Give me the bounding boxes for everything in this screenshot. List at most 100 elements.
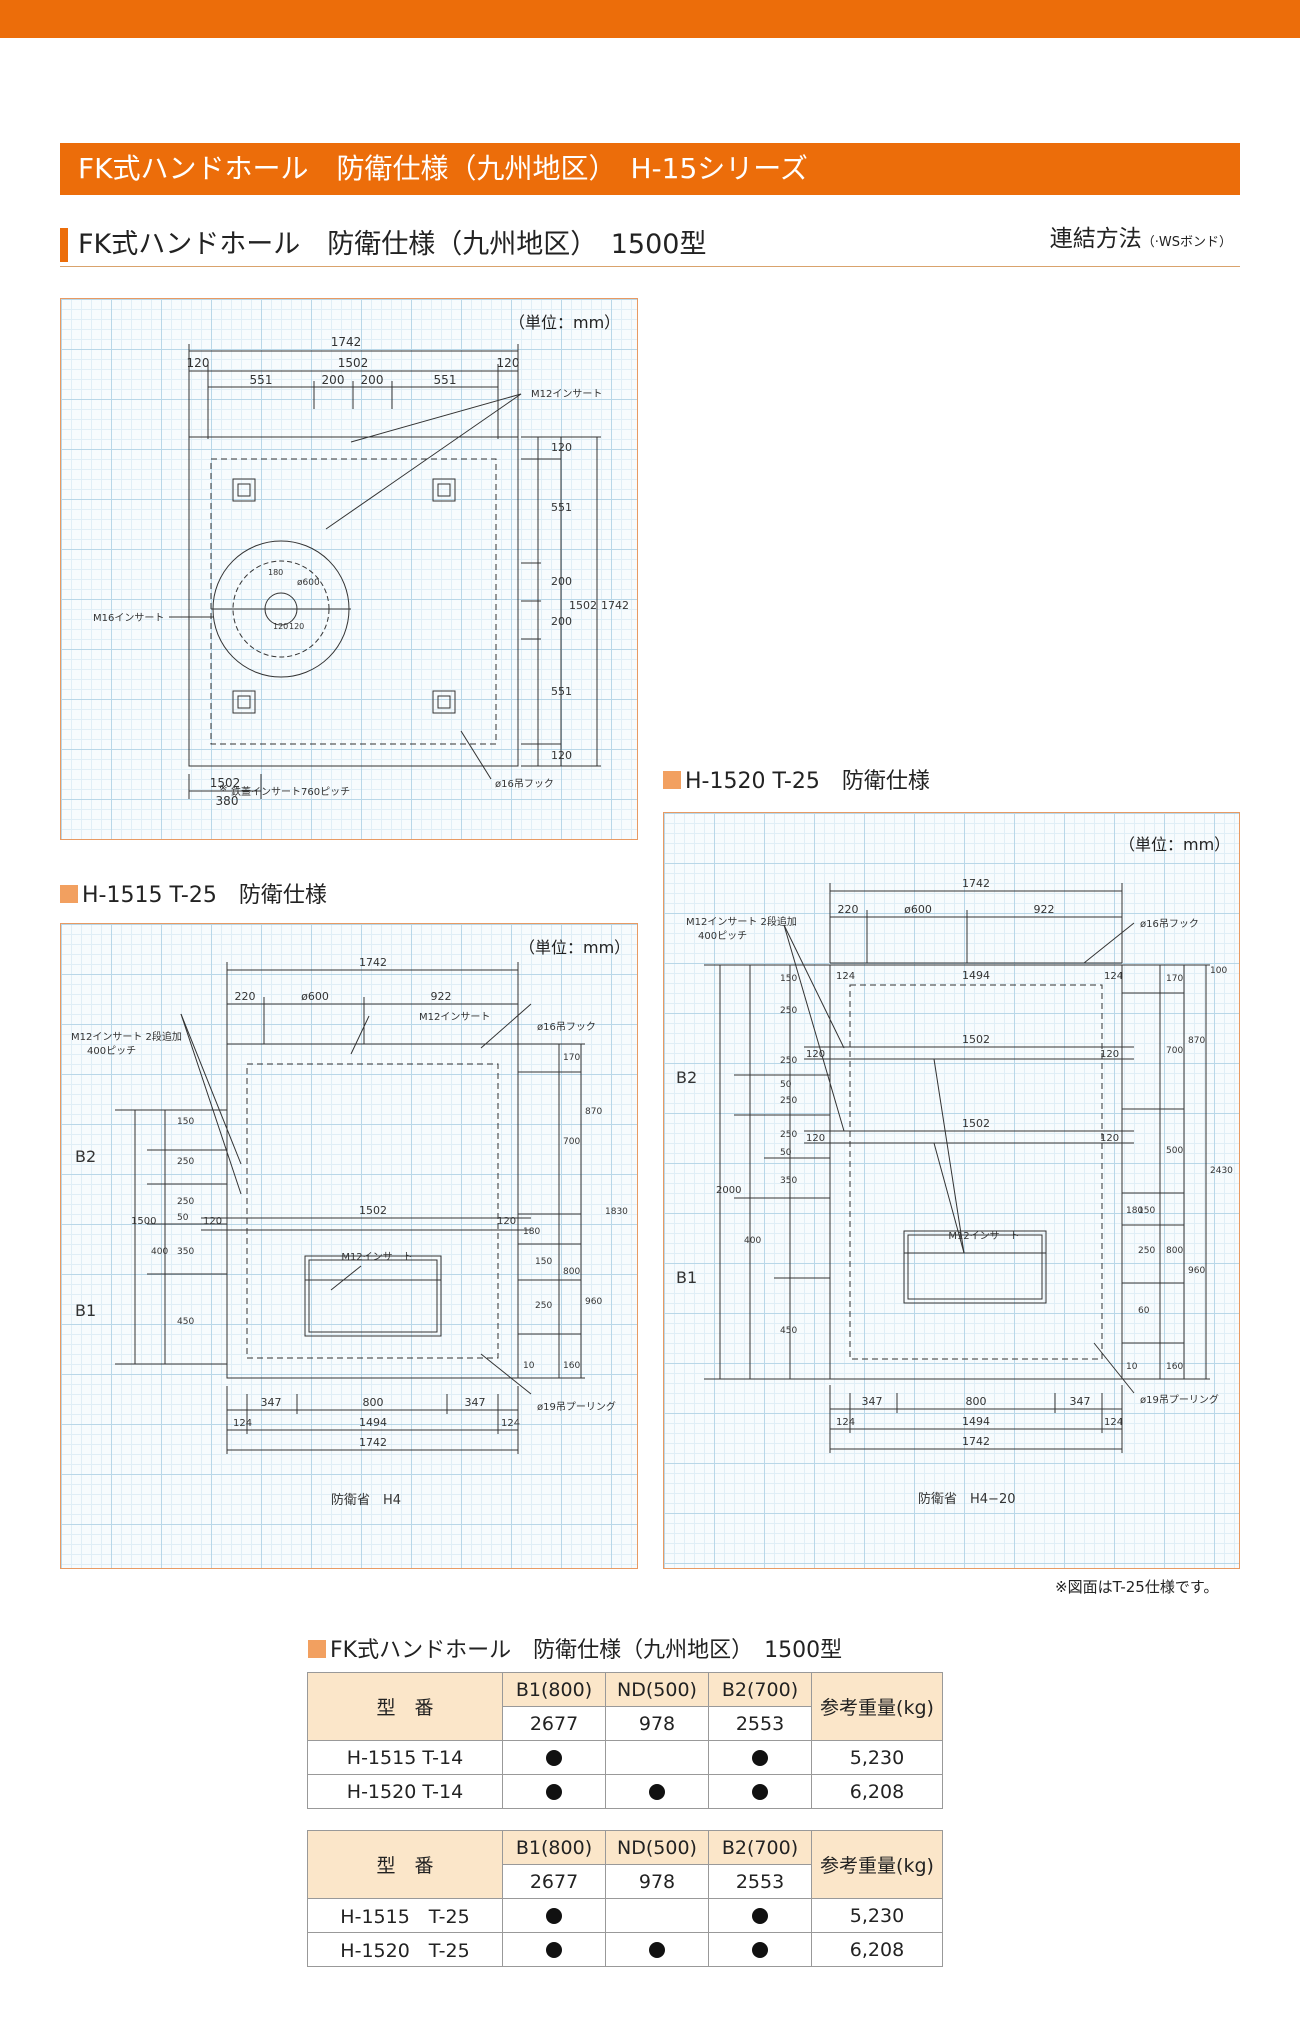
unit-label: （単位：mm） xyxy=(1119,835,1231,854)
dim-right-200a: 200 xyxy=(551,575,572,588)
h1520-l250b: 250 xyxy=(780,1056,797,1066)
h1520-r10: 10 xyxy=(1126,1362,1138,1372)
weight-b2: 2553 xyxy=(708,1864,812,1899)
series-banner: FK式ハンドホール 防衛仕様（九州地区） H-15シリーズ xyxy=(60,143,1240,195)
col-nd: ND(500) xyxy=(605,1672,709,1707)
dim-right-200b: 200 xyxy=(551,615,572,628)
weight-nd: 978 xyxy=(605,1864,709,1899)
h1515-r1830: 1830 xyxy=(605,1207,628,1217)
plan-view-panel: （単位：mm） xyxy=(60,298,638,840)
h1520-s120d: 120 xyxy=(1100,1133,1119,1144)
fig-h1515-panel: （単位：mm） xyxy=(60,923,638,1569)
h1520-b124: 124 xyxy=(836,1417,855,1428)
label-star: ※ xyxy=(219,783,227,794)
filled-dot-icon xyxy=(649,1784,665,1800)
h1520-m12c: M12インサート xyxy=(948,1230,1019,1242)
dim-right-inner: 1502 xyxy=(569,599,597,612)
h1520-b1742: 1742 xyxy=(962,1435,990,1448)
h1520-b1: B1 xyxy=(676,1268,697,1287)
label-hook: ø16吊フック xyxy=(495,778,554,790)
h1520-r160: 160 xyxy=(1166,1362,1183,1372)
weight-header: 参考重量(kg) xyxy=(811,1830,943,1899)
h1520-m12a2: 400ピッチ xyxy=(698,930,747,942)
h1515-r250: 250 xyxy=(535,1301,552,1311)
label-r1: 180 xyxy=(268,568,283,577)
col-b1: B1(800) xyxy=(502,1830,606,1865)
dim-bottom: 1502 xyxy=(210,776,241,790)
model-header: 型 番 xyxy=(307,1672,503,1741)
weight-b1: 2677 xyxy=(502,1706,606,1741)
h1520-l250d: 250 xyxy=(780,1130,797,1140)
h1520-l350: 350 xyxy=(780,1176,797,1186)
label-r2: 120 xyxy=(273,622,288,631)
row-model: H-1515 T-14 xyxy=(307,1740,503,1775)
h1515-220: 220 xyxy=(235,990,256,1003)
h1515-inner: 1502 xyxy=(359,1204,387,1217)
h1515-r160: 160 xyxy=(563,1361,580,1371)
h1520-b800: 800 xyxy=(966,1395,987,1408)
h1520-t1494: 1494 xyxy=(962,969,990,982)
h1515-pool: ø19吊プーリング xyxy=(537,1400,616,1413)
heading-marker xyxy=(60,228,68,262)
weight-nd: 978 xyxy=(605,1706,709,1741)
h1515-l350: 350 xyxy=(177,1247,194,1257)
h1520-l450: 450 xyxy=(780,1326,797,1336)
h1515-b2: B2 xyxy=(75,1147,96,1166)
spec-table-t14: 型 番 B1(800) ND(500) B2(700) 参考重量(kg) 267… xyxy=(307,1672,943,1809)
dim-a: 551 xyxy=(250,373,273,387)
table-row: H-1515 T-25 5,230 xyxy=(307,1898,943,1933)
filled-dot-icon xyxy=(752,1908,768,1924)
h1520-s120c: 120 xyxy=(806,1133,825,1144)
weight-b2: 2553 xyxy=(708,1706,812,1741)
dim-total-top: 1742 xyxy=(331,335,362,349)
col-b1: B1(800) xyxy=(502,1672,606,1707)
h1520-r170: 170 xyxy=(1166,974,1183,984)
h1520-hook: ø16吊フック xyxy=(1140,918,1199,930)
label-m16: M16インサート xyxy=(93,612,164,624)
dim-inner-top: 1502 xyxy=(338,356,369,370)
h1520-r700: 700 xyxy=(1166,1046,1183,1056)
fig-h1515-title: H-1515 T-25 防衛仕様 xyxy=(60,882,327,910)
h1520-922: 922 xyxy=(1034,903,1055,916)
h1520-b1494: 1494 xyxy=(962,1415,990,1428)
h1515-l250: 250 xyxy=(177,1157,194,1167)
col-b2: B2(700) xyxy=(708,1830,812,1865)
dim-d: 551 xyxy=(434,373,457,387)
h1520-s120: 120 xyxy=(806,1049,825,1060)
h1515-b800: 800 xyxy=(363,1396,384,1409)
h1520-r100: 100 xyxy=(1210,966,1227,976)
top-accent-bar xyxy=(0,0,1300,38)
h1520-s120b: 120 xyxy=(1100,1049,1119,1060)
h1515-l150: 150 xyxy=(177,1117,194,1127)
h1515-l50: 50 xyxy=(177,1213,189,1223)
h1520-l150: 150 xyxy=(780,974,797,984)
h1520-pool: ø19吊プーリング xyxy=(1140,1393,1219,1406)
h1515-b1494: 1494 xyxy=(359,1416,387,1429)
h1515-caption: 防衛省 H4 xyxy=(331,1492,401,1508)
h1520-r250: 250 xyxy=(1138,1246,1155,1256)
h1520-b347b: 347 xyxy=(1070,1395,1091,1408)
table-row: H-1520 T-14 6,208 xyxy=(307,1774,943,1809)
h1515-total: 1742 xyxy=(359,956,387,969)
h1515-r150: 150 xyxy=(535,1257,552,1267)
connection-open: （ xyxy=(1141,235,1155,250)
h1520-r180: 180 xyxy=(1126,1206,1143,1216)
row-weight: 5,230 xyxy=(811,1740,943,1775)
h1515-b1742: 1742 xyxy=(359,1436,387,1449)
h1515-b124: 124 xyxy=(233,1418,252,1429)
h1515-l450: 450 xyxy=(177,1317,194,1327)
filled-dot-icon xyxy=(546,1908,562,1924)
connection-close: ） xyxy=(1218,235,1232,250)
h1515-m12a: M12インサート 2段追加 xyxy=(71,1030,182,1043)
h1515-r180: 180 xyxy=(523,1227,540,1237)
h1520-t124: 124 xyxy=(836,971,855,982)
h1520-caption: 防衛省 H4−20 xyxy=(918,1491,1015,1507)
h1515-s120b: 120 xyxy=(497,1216,516,1227)
connection-method: 連結方法（·WSボンド） xyxy=(1050,222,1232,260)
h1520-l250c: 250 xyxy=(780,1096,797,1106)
table-title: FK式ハンドホール 防衛仕様（九州地区） 1500型 xyxy=(308,1637,842,1665)
h1520-b2: B2 xyxy=(676,1068,697,1087)
label-m12: M12インサート xyxy=(531,388,602,400)
dim-right-551a: 551 xyxy=(551,501,572,514)
h1520-r800: 800 xyxy=(1166,1246,1183,1256)
